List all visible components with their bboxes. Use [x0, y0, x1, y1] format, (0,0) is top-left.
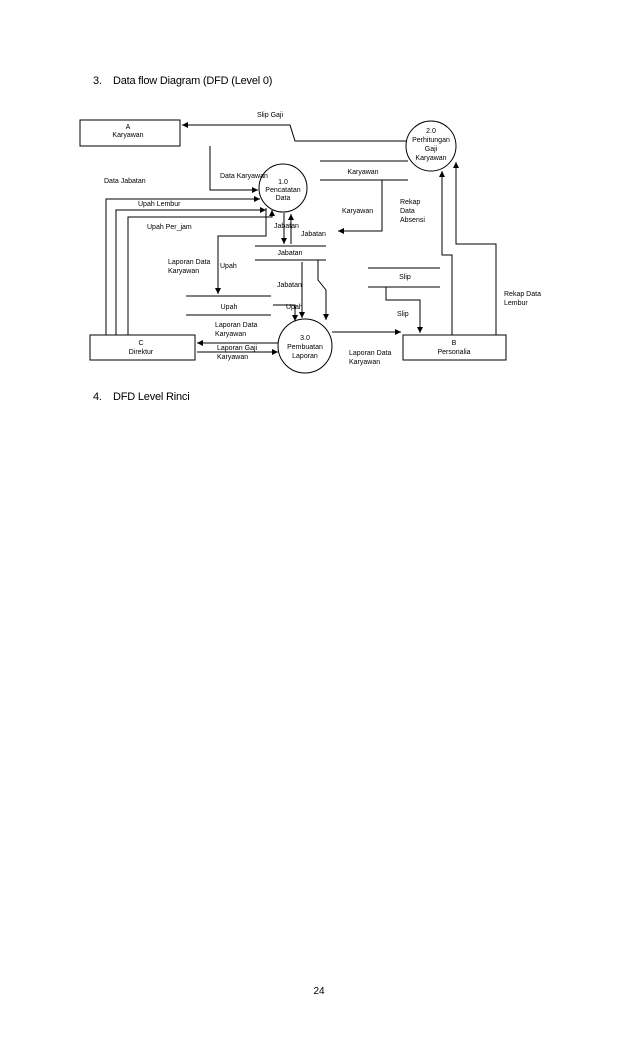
flow-upah-to-laporan: Upah	[273, 304, 303, 321]
datastore-label: Karyawan	[347, 169, 378, 176]
process-id: 2.0	[426, 128, 436, 135]
entity-direktur: C Direktur	[89, 334, 196, 361]
section-heading-3: 3. Data flow Diagram (DFD (Level 0)	[93, 75, 272, 87]
process-line: Karyawan	[415, 155, 446, 162]
flow-slip-to-personalia: Slip	[385, 287, 423, 333]
flow-label: Rekap	[400, 199, 420, 206]
flow-rekap-data-lembur: Rekap Data Lembur	[453, 162, 541, 335]
flow-label: Laporan Data	[215, 322, 258, 329]
section-title: Data flow Diagram (DFD (Level 0)	[113, 75, 273, 87]
page-number: 24	[313, 986, 325, 997]
datastore-jabatan: Jabatan	[255, 245, 326, 261]
flow-label: Lembur	[504, 300, 528, 307]
flow-jabatan-store: Jabatan	[274, 213, 299, 244]
process-line: Pencatatan	[265, 187, 301, 194]
datastore-label: Upah	[221, 304, 238, 311]
process-line: Perhitungan	[412, 137, 450, 144]
flow-data-karyawan: Data Karyawan	[209, 146, 268, 193]
flow-label: Upah Per_jam	[147, 224, 192, 231]
flow-label: Data	[400, 208, 415, 215]
flow-label: Jabatan	[274, 223, 299, 230]
flow-laporan-data-karyawan-1: Laporan Data Karyawan Upah	[168, 208, 267, 294]
process-line: Data	[276, 195, 291, 202]
flow-label: Karyawan	[215, 331, 246, 338]
process-pembuatan-laporan: 3.0 Pembuatan Laporan	[277, 318, 333, 374]
section-number: 3.	[93, 75, 102, 87]
flow-label: Slip Gaji	[257, 112, 284, 119]
entity-code: A	[126, 124, 131, 131]
section-number: 4.	[93, 391, 102, 403]
flow-label: Upah	[220, 263, 237, 270]
process-line: Laporan	[292, 353, 318, 360]
flow-label: Upah	[286, 304, 303, 311]
flow-upah-per-jam: Upah Per_jam	[127, 210, 275, 335]
flow-label: Jabatan	[277, 282, 302, 289]
datastore-label: Jabatan	[278, 250, 303, 257]
process-id: 3.0	[300, 335, 310, 342]
flow-label: Upah Lembur	[138, 201, 181, 208]
entity-karyawan: A Karyawan	[79, 119, 181, 147]
datastore-slip: Slip	[368, 267, 440, 288]
flow-slip-gaji: Slip Gaji	[182, 112, 407, 142]
flow-label: Absensi	[400, 217, 425, 224]
flow-label: Karyawan	[217, 354, 248, 361]
entity-personalia: B Personalia	[402, 334, 507, 361]
process-line: Gaji	[425, 146, 438, 153]
flow-label: Jabatan	[301, 231, 326, 238]
flow-data-jabatan: Data Jabatan	[104, 178, 260, 335]
flow-karyawan-store: Karyawan Jabatan	[301, 180, 383, 238]
datastore-karyawan: Karyawan	[320, 160, 408, 181]
entity-code: B	[452, 340, 457, 347]
entity-code: C	[138, 340, 143, 347]
flow-label: Karyawan	[168, 268, 199, 275]
flow-label: Karyawan	[349, 359, 380, 366]
flow-label: Karyawan	[342, 208, 373, 215]
flow-laporan-to-personalia: Laporan Data Karyawan	[332, 329, 401, 366]
process-line: Pembuatan	[287, 344, 323, 351]
process-id: 1.0	[278, 179, 288, 186]
flow-upah-lembur: Upah Lembur	[115, 201, 266, 335]
flow-label: Laporan Data	[349, 350, 392, 357]
flow-rekap-data-absensi: Rekap Data Absensi	[400, 199, 425, 224]
process-pencatatan-data: 1.0 Pencatatan Data	[258, 163, 308, 213]
flow-laporan-to-direktur: Laporan Data Karyawan Laporan Gaji Karya…	[197, 322, 278, 361]
flow-label: Data Jabatan	[104, 178, 146, 185]
flow-label: Slip	[397, 311, 409, 318]
flow-label: Laporan Data	[168, 259, 211, 266]
flow-personalia-to-perhitungan	[439, 171, 453, 335]
entity-name: Personalia	[437, 349, 470, 356]
entity-name: Direktur	[129, 349, 154, 356]
section-title: DFD Level Rinci	[113, 391, 190, 403]
flow-label: Laporan Gaji	[217, 345, 258, 352]
flow-jabatan-to-laporan: Jabatan	[277, 260, 329, 320]
flow-label: Rekap Data	[504, 291, 541, 298]
datastore-label: Slip	[399, 274, 411, 281]
entity-name: Karyawan	[112, 132, 143, 139]
process-perhitungan-gaji: 2.0 Perhitungan Gaji Karyawan	[405, 120, 457, 172]
section-heading-4: 4. DFD Level Rinci	[93, 391, 190, 403]
flow-label: Data Karyawan	[220, 173, 268, 180]
datastore-upah: Upah	[186, 295, 271, 316]
